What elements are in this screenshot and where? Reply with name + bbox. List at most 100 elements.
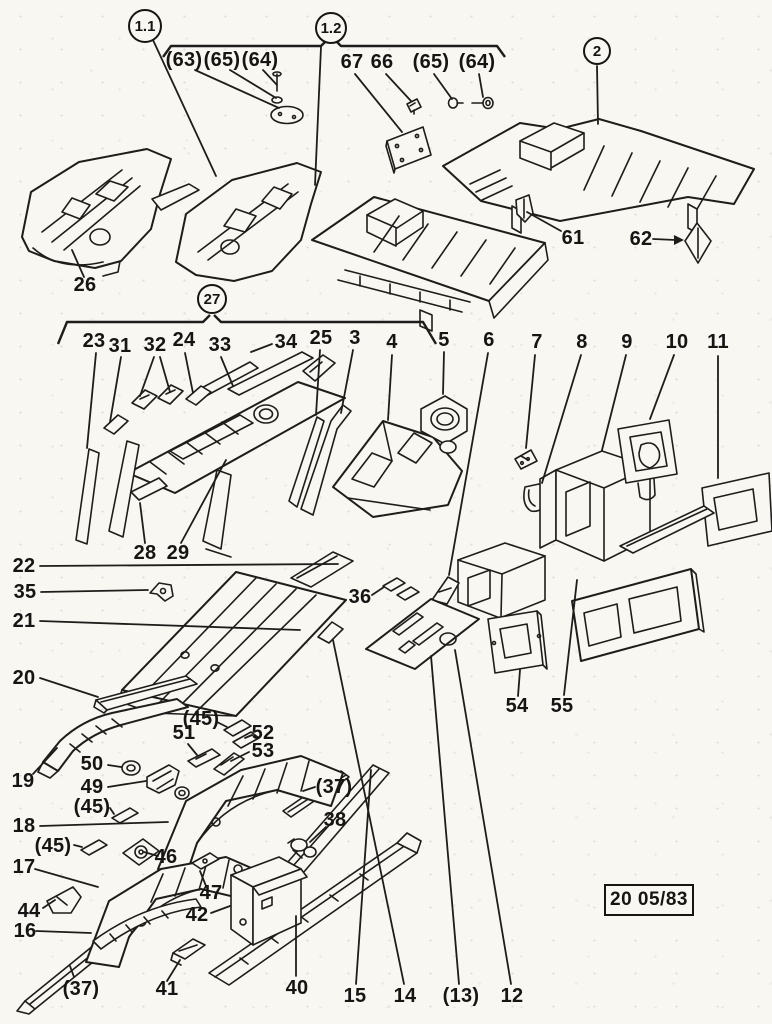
callout-24: 24 — [172, 329, 196, 351]
callout-circled-1-1: 1.1 — [128, 9, 162, 43]
callout-15: 15 — [343, 985, 367, 1007]
leader-line — [596, 65, 599, 125]
leader-line — [250, 343, 273, 353]
callout-62: 62 — [629, 228, 653, 250]
callout-38: 38 — [323, 809, 347, 831]
leader-line — [302, 786, 316, 792]
callout-17: 17 — [12, 856, 36, 878]
callout-35: 35 — [13, 581, 37, 603]
leader-line — [71, 249, 85, 278]
callout-66: 66 — [370, 51, 394, 73]
leader-line — [143, 851, 159, 857]
callout-65: (65) — [203, 49, 241, 71]
callout-53: 53 — [251, 740, 275, 762]
callout-47: 47 — [199, 882, 223, 904]
leader-line — [109, 807, 115, 815]
callout-45: (45) — [73, 796, 111, 818]
callout-22: 22 — [12, 555, 36, 577]
leader-line — [430, 655, 460, 985]
callout-54: 54 — [505, 695, 529, 717]
part-sketch-sill-19 — [37, 698, 189, 779]
callout-13: (13) — [442, 985, 480, 1007]
callout-33: 33 — [208, 334, 232, 356]
callout-34: 34 — [274, 331, 298, 353]
part-sketch-floor-21-22 — [93, 551, 354, 717]
leader-line — [159, 356, 171, 393]
leader-line — [525, 354, 536, 449]
group-bracket — [56, 314, 211, 345]
callout-9: 9 — [621, 331, 633, 353]
callout-23: 23 — [82, 330, 106, 352]
leader-line — [220, 356, 234, 387]
part-sketch-box-42 — [230, 856, 308, 946]
part-sketch-console-4 — [332, 420, 463, 518]
part-sketch-plate-67-66 — [385, 96, 494, 174]
leader-line — [32, 747, 58, 775]
callout-12: 12 — [500, 985, 524, 1007]
callout-51: 51 — [172, 722, 196, 744]
part-sketch-wheelhouse-18 — [157, 755, 344, 874]
leader-line — [526, 211, 562, 232]
leader-line — [34, 868, 99, 888]
part-sketch-panels-11 — [571, 472, 772, 662]
callout-31: 31 — [108, 335, 132, 357]
callout-36: 36 — [348, 586, 372, 608]
callout-18: 18 — [12, 815, 36, 837]
part-sketch-floorpan-main-1-2 — [175, 162, 549, 332]
callout-circled-1-2: 1.2 — [315, 12, 347, 44]
leader-line — [355, 769, 372, 985]
leader-line — [216, 721, 228, 728]
callout-64: (64) — [458, 51, 496, 73]
callout-64: (64) — [241, 49, 279, 71]
leader-line — [187, 743, 198, 756]
callout-26: 26 — [73, 274, 97, 296]
callout-45: (45) — [182, 708, 220, 730]
callout-40: 40 — [285, 977, 309, 999]
leader-line — [184, 352, 194, 394]
callout-41: 41 — [155, 978, 179, 1000]
callout-10: 10 — [665, 331, 689, 353]
part-sketch-bushing-50-bracket-49 — [121, 760, 190, 800]
leader-line — [371, 586, 385, 596]
leader-line — [517, 669, 521, 697]
leader-line — [563, 579, 578, 696]
leader-line — [478, 73, 484, 98]
callout-5: 5 — [438, 329, 450, 351]
leader-line — [107, 780, 147, 788]
leader-line — [448, 352, 489, 576]
leader-line — [385, 73, 412, 102]
callout-14: 14 — [393, 985, 417, 1007]
leader-line — [210, 905, 231, 914]
callout-32: 32 — [143, 334, 167, 356]
callout-42: 42 — [185, 904, 209, 926]
leader-line — [442, 351, 445, 395]
part-sketch-duct-5 — [420, 395, 468, 454]
leader-line — [39, 563, 339, 567]
leader-line — [541, 354, 582, 484]
leader-line — [354, 73, 403, 133]
leader-line — [244, 734, 253, 739]
part-sketch-dash-cluster-27 — [75, 351, 352, 558]
callout-28: 28 — [133, 542, 157, 564]
callout-67: 67 — [340, 51, 364, 73]
leader-line — [39, 821, 169, 827]
callout-55: 55 — [550, 695, 574, 717]
callout-63: (63) — [165, 49, 203, 71]
callout-4: 4 — [386, 331, 398, 353]
group-bracket — [213, 314, 438, 345]
callout-8: 8 — [576, 331, 588, 353]
leader-line — [229, 69, 277, 99]
callout-25: 25 — [309, 327, 333, 349]
date-stamp-text: 20 05/83 — [610, 889, 688, 910]
leader-line — [315, 349, 321, 416]
leader-line — [314, 46, 322, 186]
part-sketch-wheelhouse-17-16 — [46, 856, 264, 968]
part-sketch-small-41-47-46-38 — [122, 838, 317, 966]
part-sketch-rear-chassis-2 — [442, 118, 755, 264]
callout-21: 21 — [12, 610, 36, 632]
callout-44: 44 — [17, 900, 41, 922]
callout-19: 19 — [11, 770, 35, 792]
leader-line — [139, 502, 146, 544]
leader-line — [454, 649, 512, 985]
